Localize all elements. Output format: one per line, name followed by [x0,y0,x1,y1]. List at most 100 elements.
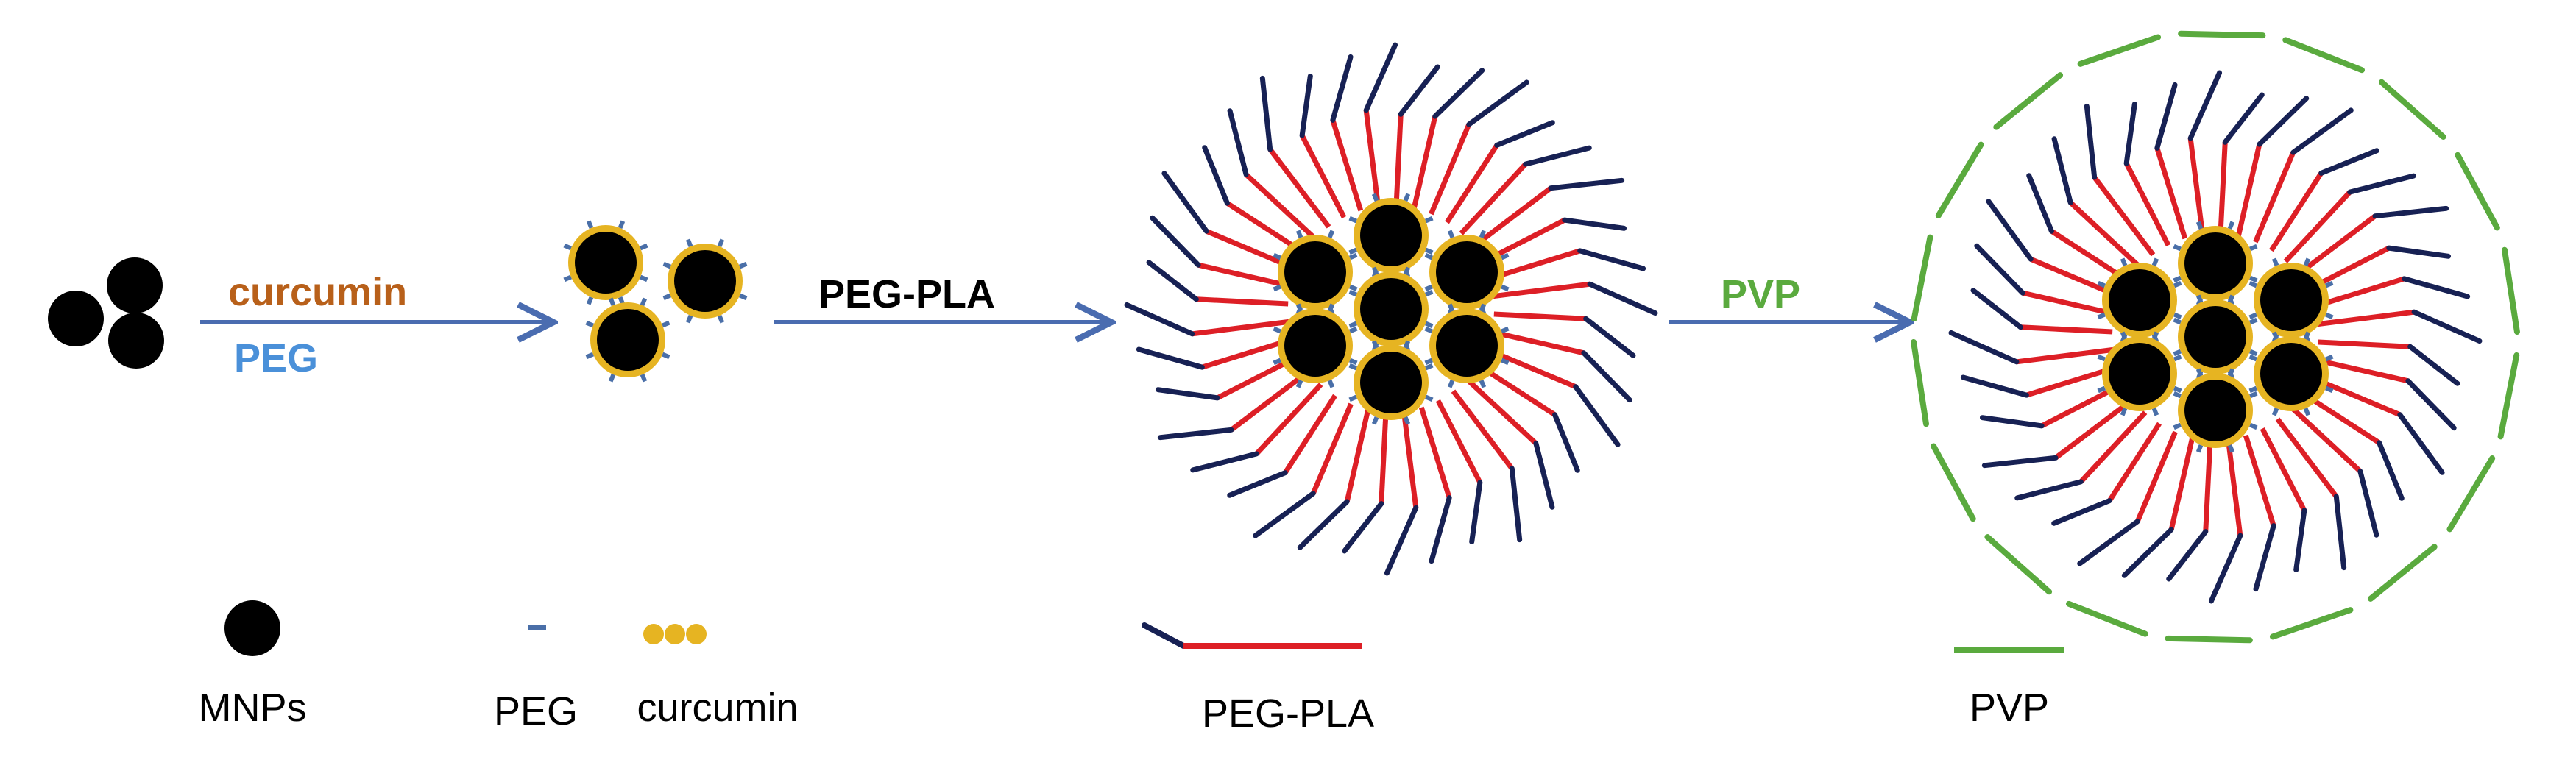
step1-label-peg: PEG [234,336,318,380]
peg-pla-chain [1488,248,1646,282]
coated-mnp [2173,368,2258,453]
peg-pla-chain [1490,329,1632,403]
peg-pla-chain [1227,108,1317,241]
peg-pla-chain [2187,70,2223,235]
pvp-segment [1931,443,1976,522]
peg-pla-chain [1948,330,2114,365]
pvp-segment [2378,79,2446,140]
peg-pla-chain [1330,54,1364,212]
coated-mnp [2248,257,2334,343]
pvp-shell [1911,30,2520,644]
peg-pla-chain [1157,369,1311,441]
peg-pla-chain [2084,103,2156,257]
legend-peg-pla-label: PEG-PLA [1202,692,1374,736]
step1-label-curcumin: curcumin [228,270,407,314]
peg-pla-chain [1384,410,1419,576]
pvp-segment [2165,635,2253,644]
peg-pla-chain [2077,430,2178,566]
peg-pla-chain [1150,215,1292,289]
coated-mnp [1424,230,1510,315]
peg-pla-chain [1124,302,1289,337]
peg-pla-micelle [1124,42,1658,576]
peg-pla-chain [1459,145,1592,235]
legend: MNPs PEG curcumin PEG-PLA PVP [199,600,2064,736]
coated-mnp [1424,303,1510,388]
coated-mnp [2097,331,2182,416]
legend-curcumin-icon [643,624,707,644]
peg-pla-chain [1190,383,1323,473]
peg-pla-chain [1259,75,1331,229]
peg-pla-chain [1974,243,2116,317]
bare-mnps-cluster [48,257,164,369]
peg-pla-chain [2269,148,2379,252]
peg-pla-chain [1981,397,2135,469]
peg-pla-chain [1136,336,1294,370]
pvp-segment [2501,246,2520,335]
pvp-segment [1984,534,2053,595]
peg-pla-chain [2218,92,2265,235]
pvp-segment [2367,544,2438,602]
peg-pla-chain [1363,42,1398,207]
peg-pla-chain [1451,389,1523,543]
peg-pla-chain [1393,64,1440,207]
pvp-segment [2178,30,2266,39]
coated-mnp [1273,303,1358,388]
peg-pla-chain [2208,438,2243,604]
pvp-coated-micelle [1911,30,2520,644]
pvp-segment [2065,600,2148,637]
peg-pla-chain [2051,422,2162,526]
coated-mnp [1348,340,1434,425]
pvp-segment [2077,34,2162,67]
peg-pla-chain [2253,107,2354,244]
coated-mnp [2173,294,2258,380]
pvp-segment [1911,234,1933,322]
peg-pla-chain [2283,173,2416,263]
legend-mnps-label: MNPs [199,686,307,730]
coated-mnp [2248,331,2334,416]
pvp-segment [2455,152,2500,231]
peg-pla-chain [2260,427,2307,573]
pvp-segment [2446,455,2496,533]
coated-mnp [1348,266,1434,352]
step3-label-pvp: PVP [1721,272,1800,316]
peg-pla-chain [1342,411,1389,554]
peg-pla-chain [1227,394,1337,498]
peg-pla-chain [1435,399,1483,545]
peg-pla-chain [1465,377,1555,510]
peg-pla-chain [1299,73,1347,219]
legend-curcumin-label: curcumin [637,686,798,730]
peg-pla-chain [1253,402,1354,538]
peg-pla-chain [1146,260,1289,307]
peg-pla-chain [2121,436,2195,578]
mnp-core-cluster [2097,221,2334,453]
peg-pla-chain [2313,276,2471,310]
legend-peg-pla-icon [1142,622,1362,649]
pvp-segment [2282,37,2366,74]
legend-peg-label: PEG [494,689,578,733]
peg-pla-chain [1960,364,2118,398]
peg-pla-chain [1418,406,1452,564]
coated-mnp [1273,230,1358,315]
peg-pla-chain [2154,82,2188,240]
peg-pla-chain [1970,288,2113,335]
peg-pla-chain [2275,417,2347,571]
pvp-segment [1911,338,1930,427]
peg-pla-chain [1429,79,1529,216]
peg-pla-chain [2166,439,2213,582]
peg-pla-chain [2289,405,2379,538]
coated-mnp [563,220,648,305]
peg-pla-chain [2243,434,2276,592]
coated-mnp [2173,221,2258,306]
peg-pla-chain [1471,177,1625,249]
peg-pla-chain [2315,357,2457,431]
legend-mnp-icon [224,600,280,656]
peg-pla-chain [1297,408,1371,550]
mnp-core-cluster [1273,193,1510,425]
peg-pla-chain [2235,96,2310,238]
peg-pla-chain [1445,120,1555,224]
peg-pla-chain [2318,339,2460,386]
pvp-segment [2269,607,2354,640]
peg-pla-chain [2123,101,2171,247]
peg-pla-chain [1493,311,1636,358]
